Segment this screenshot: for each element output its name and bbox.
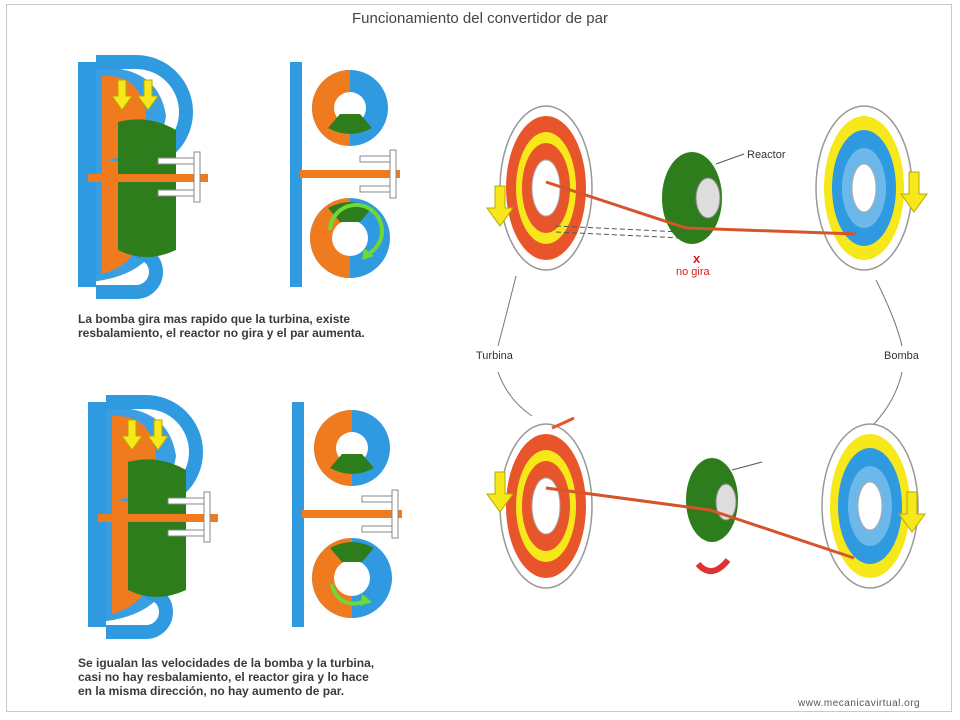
- turbine-wheel-bottom: [499, 423, 593, 589]
- caption-top: La bomba gira mas rapido que la turbina,…: [78, 312, 365, 340]
- label-turbina: Turbina: [476, 350, 513, 362]
- pump-wheel-top: [815, 105, 913, 271]
- page-title: Funcionamiento del convertidor de par: [352, 10, 608, 27]
- label-x-mark: x: [693, 251, 701, 266]
- section-bottom-right: [291, 401, 403, 628]
- section-bottom-left: [88, 402, 218, 632]
- label-reactor: Reactor: [747, 149, 786, 161]
- reactor-top: [662, 152, 722, 244]
- label-bomba: Bomba: [884, 350, 919, 362]
- turbine-wheel-top: [499, 105, 593, 271]
- caption-bottom: Se igualan las velocidades de la bomba y…: [78, 656, 375, 698]
- reactor-bottom: [686, 458, 738, 542]
- link-lines-bottom: [545, 486, 855, 560]
- pump-wheel-bottom: [821, 423, 919, 589]
- perspective-diagrams: [486, 105, 928, 589]
- link-lines-top: [545, 180, 857, 236]
- rotation-arrow-reactor: [695, 558, 731, 574]
- label-no-gira: no gira: [676, 266, 710, 278]
- watermark: www.mecanicavirtual.org: [798, 698, 921, 709]
- red-arrow-turbine-bottom: [551, 416, 575, 430]
- section-top-right: [289, 61, 401, 288]
- section-top-left: [78, 62, 208, 292]
- cross-section-diagrams: [0, 0, 403, 700]
